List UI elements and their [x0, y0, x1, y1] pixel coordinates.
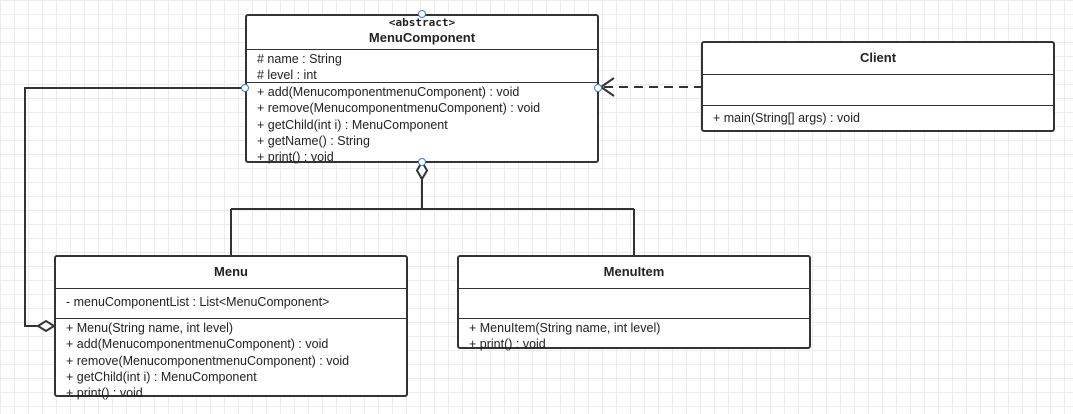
- method-row: + MenuItem(String name, int level): [469, 321, 661, 335]
- method-row: + add(MenucomponentmenuComponent) : void: [257, 85, 520, 99]
- class-menu-component[interactable]: <abstract> MenuComponent # name : String…: [245, 14, 599, 165]
- attributes-section: [459, 289, 809, 319]
- attributes-section: [703, 75, 1053, 106]
- attribute-row: # level : int: [257, 68, 317, 83]
- method-row: + main(String[] args) : void: [713, 111, 860, 125]
- methods-section: + main(String[] args) : void: [703, 106, 1053, 126]
- method-row: + getName() : String: [257, 133, 370, 148]
- class-menu-item[interactable]: MenuItem + MenuItem(String name, int lev…: [457, 255, 811, 351]
- methods-section: + Menu(String name, int level) + add(Men…: [56, 319, 406, 401]
- method-row: + Menu(String name, int level): [66, 321, 234, 335]
- class-name: MenuComponent: [368, 30, 476, 45]
- method-row: + print() : void: [66, 386, 143, 401]
- methods-section: + add(MenucomponentmenuComponent) : void…: [247, 83, 597, 165]
- attributes-section: # name : String # level : int: [247, 50, 597, 83]
- attributes-section: - menuComponentList : List<MenuComponent…: [56, 289, 406, 319]
- methods-section: + MenuItem(String name, int level) + pri…: [459, 319, 809, 353]
- stereotype-label: <abstract>: [388, 16, 456, 29]
- method-row: + print() : void: [469, 337, 546, 352]
- method-row: + print() : void: [257, 150, 334, 165]
- attribute-row: - menuComponentList : List<MenuComponent…: [66, 295, 330, 309]
- class-header: Menu: [56, 257, 406, 289]
- connection-handle[interactable]: [418, 10, 426, 18]
- aggregation-diamond-icon: [415, 160, 429, 181]
- connection-handle[interactable]: [241, 84, 249, 92]
- method-row: + add(MenucomponentmenuComponent) : void: [66, 337, 329, 352]
- method-row: + remove(MenucomponentmenuComponent) : v…: [66, 353, 350, 368]
- aggregation-diamond-icon: [36, 319, 56, 333]
- method-row: + getChild(int i) : MenuComponent: [66, 369, 257, 384]
- connection-handle[interactable]: [594, 84, 602, 92]
- attribute-row: # name : String: [257, 52, 342, 66]
- class-name: MenuItem: [603, 264, 665, 279]
- method-row: + getChild(int i) : MenuComponent: [257, 117, 448, 132]
- method-row: + remove(MenucomponentmenuComponent) : v…: [257, 101, 541, 116]
- class-header: MenuItem: [459, 257, 809, 289]
- class-client[interactable]: Client + main(String[] args) : void: [701, 41, 1055, 132]
- class-menu[interactable]: Menu - menuComponentList : List<MenuComp…: [54, 255, 408, 400]
- connection-handle[interactable]: [418, 158, 426, 166]
- class-name: Menu: [214, 264, 248, 279]
- class-header: <abstract> MenuComponent: [247, 16, 597, 50]
- class-header: Client: [703, 43, 1053, 75]
- class-name: Client: [859, 50, 897, 65]
- aggregation-edge-menu[interactable]: [24, 87, 245, 327]
